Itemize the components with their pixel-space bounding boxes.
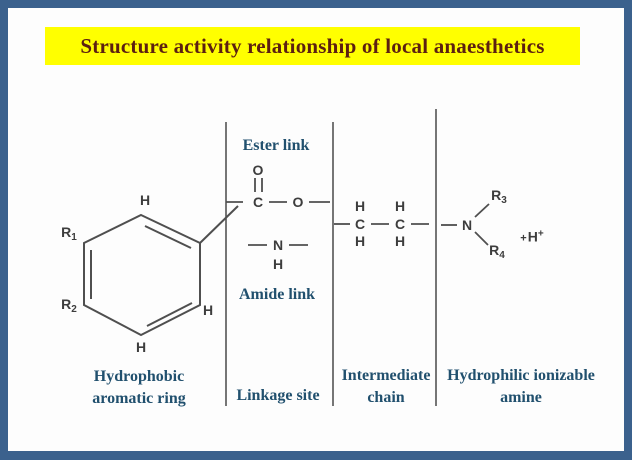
intermediate-chain-label-line2: chain [367, 389, 405, 406]
hydrophobic-ring-label-line1: Hydrophobic [93, 368, 185, 385]
atom-symbol: R [491, 187, 502, 203]
chain-c1-h-top-label: H [355, 199, 365, 213]
atom-symbol: N [461, 217, 473, 233]
intermediate-chain-label: Intermediate chain [342, 365, 431, 409]
atom-symbol: H [394, 198, 406, 214]
ester-group-bonds [226, 178, 330, 203]
zone-dividers [225, 109, 437, 406]
ester-carbon-label: C [253, 195, 263, 209]
double-bond-top-right [144, 225, 192, 249]
chain-c2-h-top-label: H [395, 199, 405, 213]
proton-label: +H+ [520, 228, 544, 245]
atom-symbol: N [272, 237, 284, 253]
amide-link-label: Amide link [238, 286, 316, 303]
amine-group-bonds [441, 203, 490, 246]
linkage-site-label: Linkage site [236, 387, 320, 404]
hydrophilic-amine-label-line1: Hydrophilic ionizable [447, 367, 595, 384]
hydrophilic-amine-label: Hydrophilic ionizable amine [447, 365, 595, 409]
benzene-ring-outline [83, 213, 201, 337]
chain-c1-label: C [355, 217, 365, 231]
subscript: 4 [499, 250, 505, 261]
substituent-r3-label: R3 [491, 188, 507, 206]
substituent-r4-label: R4 [489, 243, 505, 261]
subscript: 2 [71, 304, 77, 315]
atom-symbol: R [61, 296, 72, 312]
atom-symbol: R [489, 242, 500, 258]
ring-to-linkage-bond [199, 205, 239, 244]
atom-symbol: H [139, 192, 151, 208]
ester-link-label: Ester link [242, 137, 310, 154]
substituent-r2-label: R2 [61, 297, 77, 315]
bond-n-r4 [474, 231, 489, 246]
amide-hydrogen-label: H [273, 257, 283, 271]
amine-nitrogen-label: N [462, 218, 472, 232]
hydrophobic-ring-label-line2: aromatic ring [92, 390, 186, 407]
substituent-r1-label: R1 [61, 225, 77, 243]
ring-h-bottom-label: H [136, 340, 146, 354]
ring-h-right-label: H [203, 303, 213, 317]
chain-c1-h-bottom-label: H [355, 234, 365, 248]
hydrophobic-ring-label: Hydrophobic aromatic ring [92, 366, 185, 410]
page-title: Structure activity relationship of local… [45, 27, 580, 65]
atom-symbol: C [354, 216, 366, 232]
atom-symbol: H [272, 256, 284, 272]
atom-symbol: O [252, 162, 264, 178]
chain-c2-h-bottom-label: H [395, 234, 405, 248]
double-bond-bottom-right [146, 302, 193, 327]
subscript: 3 [501, 195, 507, 206]
atom-symbol: H [527, 228, 538, 245]
ester-oxygen-label: O [293, 195, 304, 209]
atom-symbol: H [354, 198, 366, 214]
chain-c2-label: C [395, 217, 405, 231]
ring-h-top-label: H [140, 193, 150, 207]
atom-symbol: H [135, 339, 147, 355]
intermediate-chain-label-line1: Intermediate [341, 367, 431, 384]
atom-symbol: R [61, 224, 72, 240]
atom-symbol: C [252, 194, 264, 210]
page-title-text: Structure activity relationship of local… [80, 33, 545, 58]
benzene-ring [83, 205, 239, 337]
atom-symbol: H [394, 233, 406, 249]
plus-sign: + [520, 232, 527, 245]
atom-symbol: O [292, 194, 304, 210]
subscript: 1 [71, 232, 77, 243]
bond-n-r3 [474, 203, 490, 218]
hydrophilic-amine-label-line2: amine [500, 389, 542, 406]
superscript-plus: + [537, 228, 544, 240]
atom-symbol: H [354, 233, 366, 249]
atom-symbol: H [202, 302, 214, 318]
atom-symbol: C [394, 216, 406, 232]
ester-carbonyl-o-label: O [253, 163, 264, 177]
amide-nitrogen-label: N [273, 238, 283, 252]
